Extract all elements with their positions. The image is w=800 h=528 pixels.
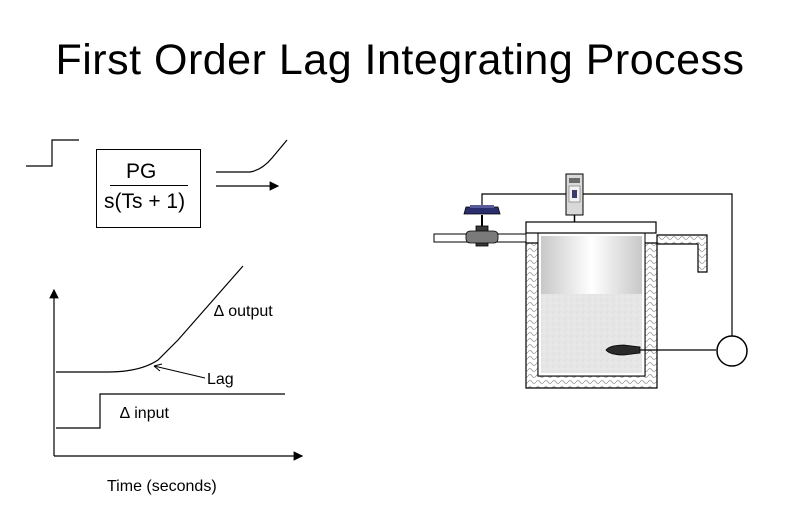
tank-liquid: [541, 294, 642, 373]
output-label: ∆ output: [214, 303, 273, 320]
x-axis-label: Time (seconds): [107, 478, 217, 495]
tank-vapor-space: [541, 236, 642, 294]
input-label: ∆ input: [120, 405, 169, 422]
step-input-symbol: [26, 139, 79, 167]
lag-label: Lag: [207, 371, 234, 388]
level-indicator: [716, 335, 748, 367]
fraction-bar: [110, 185, 188, 186]
control-valve: [463, 205, 501, 247]
tank-lid: [525, 221, 657, 234]
transmitter-to-valve-wire: [481, 193, 566, 205]
input-step-curve: [56, 393, 285, 429]
transfer-function-denominator: s(Ts + 1): [104, 190, 186, 213]
level-transmitter: [565, 173, 584, 222]
output-curve: [56, 265, 244, 373]
level-sensor-probe: [605, 344, 641, 356]
ramp-output-symbol: [216, 139, 288, 173]
transfer-function-numerator: PG: [126, 160, 157, 183]
page-title: First Order Lag Integrating Process: [55, 36, 745, 84]
outlet-pipe: [656, 234, 708, 273]
transmitter-to-sensor-wire: [583, 193, 733, 338]
transfer-function-block: [96, 149, 201, 228]
lag-pointer: [153, 365, 206, 379]
